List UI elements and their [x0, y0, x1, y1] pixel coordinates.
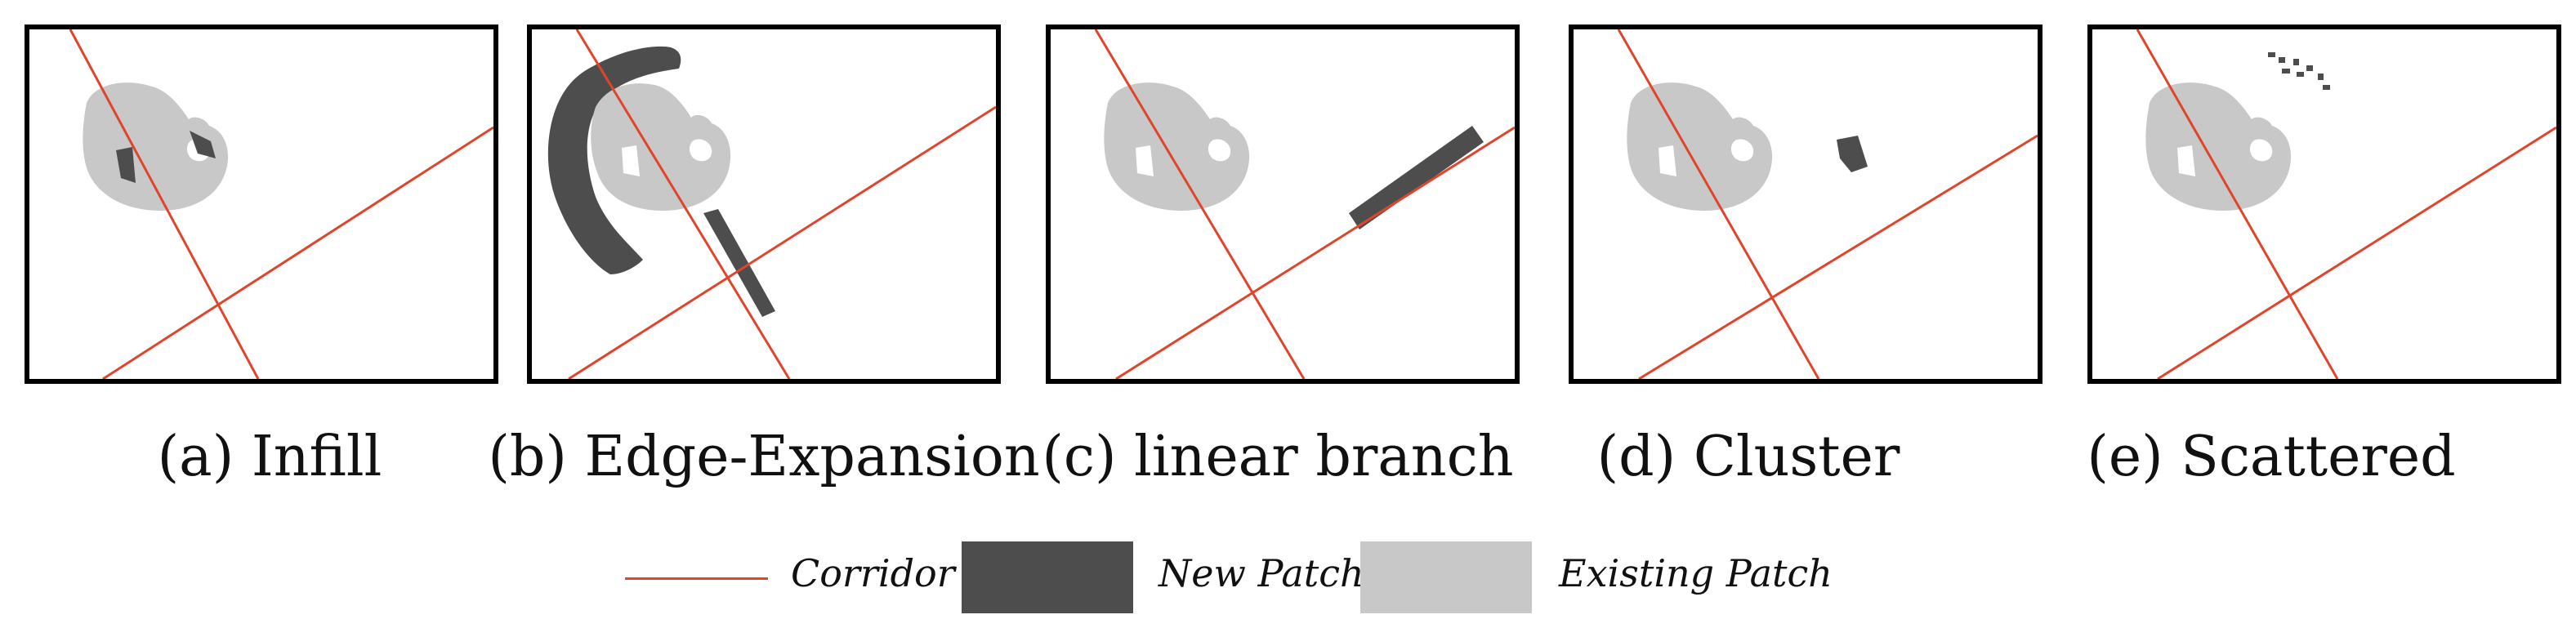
existing-patch-hole-2 [689, 139, 712, 162]
legend-existing-patch-swatch [1360, 541, 1532, 613]
existing-patch-hole-1 [1136, 145, 1154, 176]
scattered-patch [2279, 57, 2285, 63]
scattered-patch [2297, 72, 2304, 77]
scattered-patch [2268, 52, 2275, 57]
legend-new-patch-label: New Patch [1159, 551, 1364, 595]
legend-corridor-label: Corridor [791, 551, 955, 595]
corridor-line-1 [1617, 29, 1820, 379]
panel-cluster-map [1617, 29, 2038, 379]
scattered-patch [2293, 59, 2299, 65]
corridor-line-1 [1094, 29, 1306, 379]
corridor-line-1 [69, 29, 260, 379]
corridor-line-2 [2157, 126, 2556, 379]
caption-cluster: (d) Cluster [1596, 425, 1900, 489]
panel-edge-expansion [527, 24, 1001, 384]
corridor-line-2 [568, 105, 996, 379]
panel-cluster [1569, 24, 2042, 384]
caption-scattered: (e) Scattered [2087, 425, 2456, 489]
caption-linear-branch: (c) linear branch [1042, 425, 1514, 489]
existing-patch [83, 82, 229, 212]
corridor-line-1 [2136, 29, 2339, 379]
panel-scattered-map [2136, 29, 2556, 379]
existing-patch-hole-1 [622, 145, 640, 176]
panel-linear-branch-map [1094, 29, 1515, 379]
new-patch-edge-expansion [547, 46, 681, 274]
panel-scattered [2087, 24, 2561, 384]
panel-edge-expansion-map [547, 29, 996, 379]
new-patch-scattered-group [2268, 52, 2330, 90]
legend-corridor-line [625, 577, 768, 580]
corridor-line-2 [1638, 134, 2038, 379]
corridor-line-1 [575, 29, 791, 379]
panel-infill [25, 24, 498, 384]
corridor-line-2 [102, 126, 493, 379]
existing-patch-hole-2 [1730, 139, 1754, 162]
new-patch-infill-2 [190, 131, 216, 158]
new-patch-linear-branch [1349, 126, 1484, 229]
existing-patch [1627, 82, 1773, 212]
existing-patch [591, 83, 731, 211]
new-patch-infill-1 [116, 147, 136, 183]
existing-patch-hole-1 [2177, 145, 2195, 176]
new-patch-linear-extension [703, 209, 775, 317]
existing-patch-hole-1 [1659, 145, 1676, 176]
panel-infill-map [69, 29, 493, 379]
new-patch-cluster [1837, 136, 1868, 172]
existing-patch-hole-2 [1208, 139, 1231, 162]
caption-edge-expansion: (b) Edge-Expansion [488, 425, 1040, 489]
scattered-patch [2323, 85, 2330, 90]
panel-linear-branch [1046, 24, 1520, 384]
scattered-patch [2318, 74, 2324, 80]
corridor-line-2 [1115, 126, 1515, 379]
existing-patch [2145, 82, 2292, 212]
existing-patch-hole-2 [2249, 139, 2273, 162]
legend-existing-patch-label: Existing Patch [1559, 551, 1833, 595]
scattered-patch [2306, 65, 2313, 71]
caption-infill: (a) Infill [157, 425, 382, 489]
existing-patch [1104, 82, 1250, 212]
scattered-patch [2282, 69, 2290, 74]
legend-new-patch-swatch [962, 541, 1133, 613]
